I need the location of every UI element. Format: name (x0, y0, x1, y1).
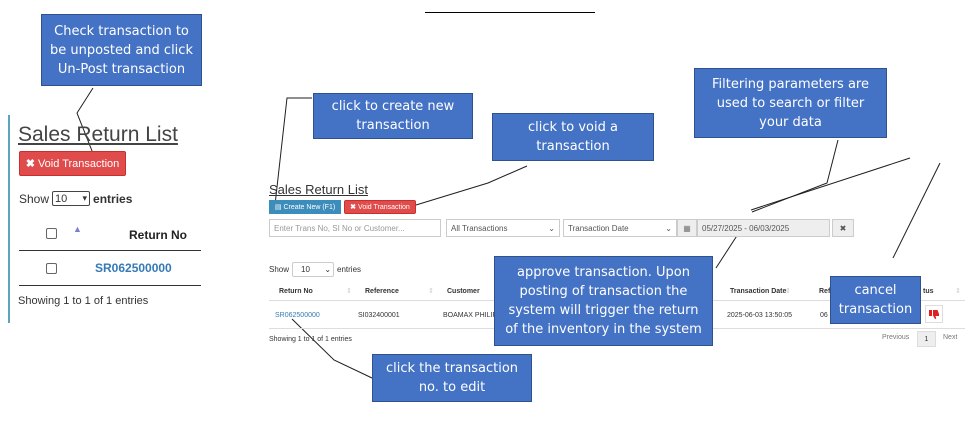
left-select-all-checkbox[interactable] (46, 228, 57, 239)
right-entries-value: 10 (301, 265, 310, 274)
create-new-label: Create New (F1) (283, 203, 336, 211)
date-range-value: 05/27/2025 - 06/03/2025 (702, 223, 790, 233)
callout-create: click to create new transaction (313, 93, 473, 139)
date-field-value: Transaction Date (568, 223, 629, 233)
callout-cancel: cancel transaction (830, 276, 921, 324)
cancel-transaction-button[interactable] (925, 305, 943, 323)
transaction-type-value: All Transactions (451, 223, 508, 233)
left-page-title: Sales Return List (18, 123, 178, 146)
sort-icon[interactable]: ⇕ (785, 288, 791, 295)
date-range-input[interactable]: 05/27/2025 - 06/03/2025 (697, 219, 830, 237)
chevron-down-icon: ▾ (82, 193, 88, 203)
left-entries-select[interactable]: 10 ▾ (52, 191, 91, 206)
callout-unpost: Check transaction to be unposted and cli… (41, 14, 202, 86)
callout-approve: approve transaction. Upon posting of tra… (494, 256, 713, 346)
left-row-return-link[interactable]: SR062500000 (95, 261, 172, 275)
date-field-select[interactable]: Transaction Date ⌄ (563, 219, 677, 237)
connector-filter-2 (750, 157, 911, 211)
left-panel-accent-bar (8, 115, 10, 323)
search-placeholder: Enter Trans No, SI No or Customer... (274, 223, 405, 233)
right-void-label: Void Transaction (358, 203, 410, 211)
row-reference: SI032400001 (358, 312, 400, 319)
clear-filter-button[interactable]: ✖ (832, 219, 854, 237)
callout-edit: click the transaction no. to edit (372, 354, 532, 402)
column-customer[interactable]: Customer (447, 288, 480, 295)
callout-filter: Filtering parameters are used to search … (694, 68, 887, 138)
right-void-transaction-button[interactable]: ✖ Void Transaction (344, 200, 416, 214)
left-void-transaction-button[interactable]: ✖ Void Transaction (19, 151, 126, 176)
left-column-return-no[interactable]: Return No (129, 228, 187, 242)
column-transaction-date[interactable]: Transaction Date (730, 288, 787, 295)
connector-approve (715, 230, 741, 269)
calendar-icon[interactable]: ▦ (677, 219, 697, 237)
connector-cancel (892, 162, 941, 259)
close-icon: ✖ (25, 158, 35, 170)
right-show-entries: Show 10 ⌄ entries (269, 262, 361, 277)
right-showing-info: Showing 1 to 1 of 1 entries (269, 336, 352, 343)
sort-up-icon[interactable]: ▲ (73, 224, 82, 234)
row-return-no-link[interactable]: SR062500000 (275, 312, 320, 319)
left-showing-info: Showing 1 to 1 of 1 entries (18, 295, 149, 307)
sort-icon[interactable]: ⇕ (428, 288, 434, 295)
file-icon: ▤ (274, 204, 282, 211)
create-new-button[interactable]: ▤ Create New (F1) (269, 200, 341, 214)
pagination-page-1[interactable]: 1 (917, 331, 936, 347)
left-header-rule (19, 250, 201, 251)
right-entries-label: entries (337, 265, 362, 274)
connector-void (415, 165, 528, 206)
column-return-no[interactable]: Return No (279, 288, 313, 295)
right-entries-select[interactable]: 10 ⌄ (292, 262, 335, 277)
row-ref-partial: 06 (820, 312, 828, 319)
sort-icon[interactable]: ⇕ (955, 288, 961, 295)
close-icon: ✖ (350, 204, 357, 211)
right-page-title: Sales Return List (269, 182, 368, 197)
chevron-down-icon: ⌄ (665, 223, 672, 233)
connector-filter (751, 139, 839, 213)
sort-icon[interactable]: ⇕ (346, 288, 352, 295)
transaction-type-select[interactable]: All Transactions ⌄ (446, 219, 560, 237)
left-void-label: Void Transaction (37, 157, 120, 170)
title-underline-decoration (425, 12, 595, 13)
left-entries-value: 10 (55, 192, 68, 205)
pagination-previous[interactable]: Previous (882, 334, 910, 341)
callout-void: click to void a transaction (492, 113, 654, 161)
connector-unpost (76, 87, 97, 162)
row-customer: BOAMAX PHILIP (443, 312, 498, 319)
pagination-next[interactable]: Next (943, 334, 958, 341)
connector-create (274, 97, 312, 206)
thumbs-down-icon (929, 310, 939, 319)
left-show-entries: Show 10 ▾ entries (19, 191, 132, 206)
chevron-down-icon: ⌄ (324, 265, 332, 274)
close-icon: ✖ (839, 223, 847, 233)
column-status-partial[interactable]: tus (923, 288, 934, 295)
chevron-down-icon: ⌄ (548, 223, 555, 233)
left-row-checkbox[interactable] (46, 263, 57, 274)
right-show-label: Show (269, 265, 290, 274)
search-input[interactable]: Enter Trans No, SI No or Customer... (269, 219, 441, 237)
left-footer-rule (19, 285, 201, 286)
connector-edit (291, 318, 373, 379)
column-ref-partial[interactable]: Ref (819, 288, 831, 295)
row-transaction-date: 2025-06-03 13:50:05 (727, 312, 792, 319)
column-reference[interactable]: Reference (365, 288, 399, 295)
left-entries-label: entries (93, 191, 133, 206)
left-show-label: Show (19, 191, 50, 206)
